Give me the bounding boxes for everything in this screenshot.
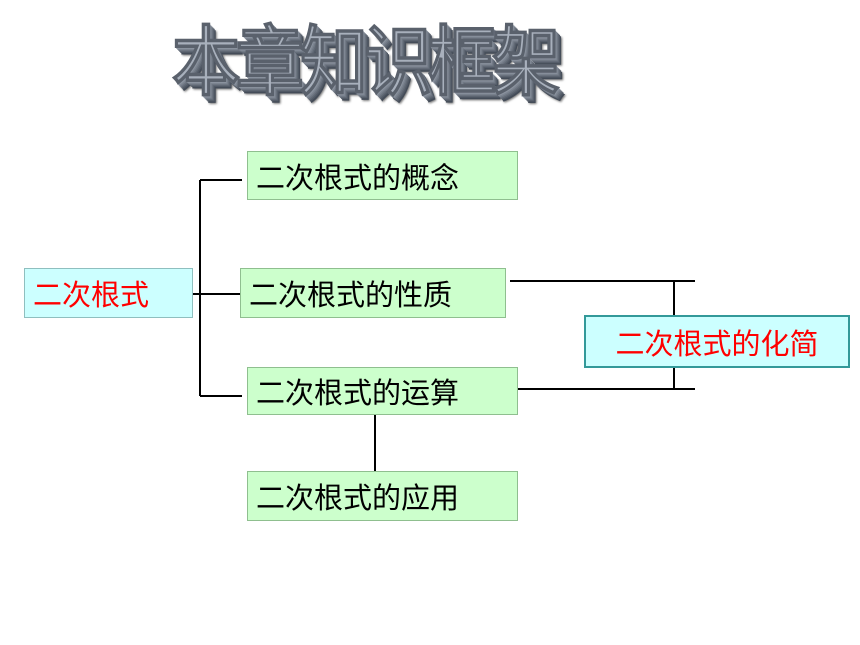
root-node: 二次根式: [24, 268, 193, 318]
branch-node-operation: 二次根式的运算: [247, 367, 518, 415]
branch-node-label: 二次根式的应用: [256, 481, 460, 515]
branch-node-label: 二次根式的概念: [256, 160, 460, 195]
target-node: 二次根式的化简: [584, 315, 850, 368]
branch-node-application: 二次根式的应用: [247, 471, 518, 521]
target-node-label: 二次根式的化简: [615, 326, 819, 361]
branch-node-label: 二次根式的性质: [249, 278, 453, 312]
branch-node-label: 二次根式的运算: [256, 376, 460, 410]
root-node-label: 二次根式: [33, 278, 150, 312]
branch-node-property: 二次根式的性质: [240, 268, 506, 318]
page-title: 本章知识框架: [172, 19, 561, 109]
branch-node-concept: 二次根式的概念: [247, 151, 518, 200]
